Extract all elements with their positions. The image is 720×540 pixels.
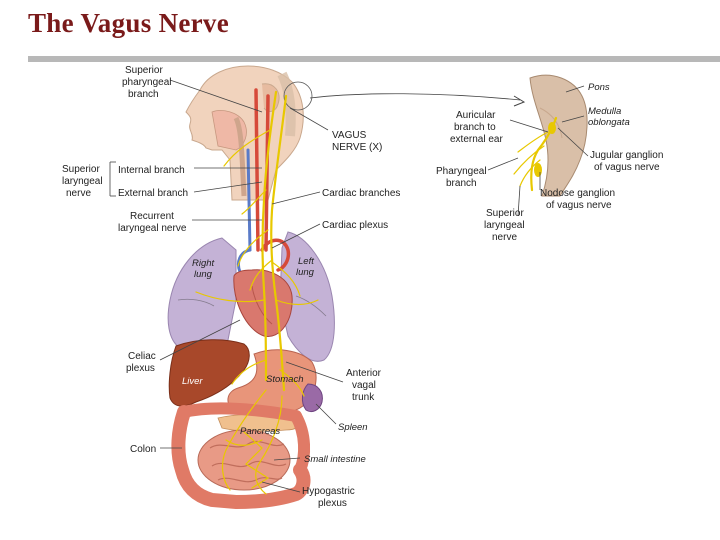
colon-transverse: [178, 402, 302, 422]
label-anterior-vagal-trunk: Anterior vagal trunk: [346, 368, 384, 403]
label-nodose-ganglion: Nodose ganglion of vagus nerve: [540, 188, 618, 211]
label-celiac-plexus: Celiac plexus: [126, 351, 159, 374]
page-title: The Vagus Nerve: [28, 8, 230, 38]
label-spleen: Spleen: [338, 422, 368, 433]
label-right-lung: Right lung: [192, 258, 217, 280]
label-pons: Pons: [588, 82, 610, 93]
label-left-lung: Left lung: [296, 256, 317, 278]
label-jugular-ganglion: Jugular ganglion of vagus nerve: [590, 150, 666, 173]
left-lung: [279, 231, 335, 362]
label-internal-branch: Internal branch: [118, 165, 185, 176]
spleen: [301, 383, 323, 413]
label-stomach: Stomach: [266, 374, 304, 385]
intestines: [171, 402, 311, 510]
leader-lines: [109, 79, 344, 493]
label-pharyngeal-branch: Pharyngeal branch: [436, 166, 489, 189]
colon: [171, 405, 311, 510]
label-liver: Liver: [182, 376, 203, 387]
label-cardiac-branches: Cardiac branches: [322, 188, 400, 199]
label-recurrent-laryngeal-nerve: Recurrent laryngeal nerve: [118, 211, 187, 234]
title-divider: [28, 56, 720, 62]
label-pancreas: Pancreas: [240, 426, 280, 437]
label-superior-laryngeal-nerve-inset: Superior laryngeal nerve: [484, 208, 527, 243]
liver: [168, 339, 250, 407]
label-cardiac-plexus: Cardiac plexus: [322, 220, 388, 231]
label-superior-laryngeal-nerve: Superior laryngeal nerve: [62, 164, 105, 199]
inset-labels: Pons Medulla oblongata Auricular branch …: [436, 82, 666, 243]
label-colon: Colon: [130, 444, 156, 455]
label-auricular-branch: Auricular branch to external ear: [450, 110, 503, 145]
inset-leader-lines: [487, 85, 589, 217]
label-medulla-oblongata: Medulla oblongata: [588, 106, 630, 128]
label-vagus-nerve: VAGUS NERVE (X): [332, 130, 382, 153]
label-hypogastric-plexus: Hypogastric plexus: [302, 486, 358, 509]
label-small-intestine: Small intestine: [304, 454, 366, 465]
label-superior-pharyngeal-branch: Superior pharyngeal branch: [122, 65, 174, 100]
label-external-branch: External branch: [118, 188, 188, 199]
vagus-nerve-paths: [195, 90, 319, 495]
labels: Superior pharyngeal branch VAGUS NERVE (…: [62, 65, 400, 509]
